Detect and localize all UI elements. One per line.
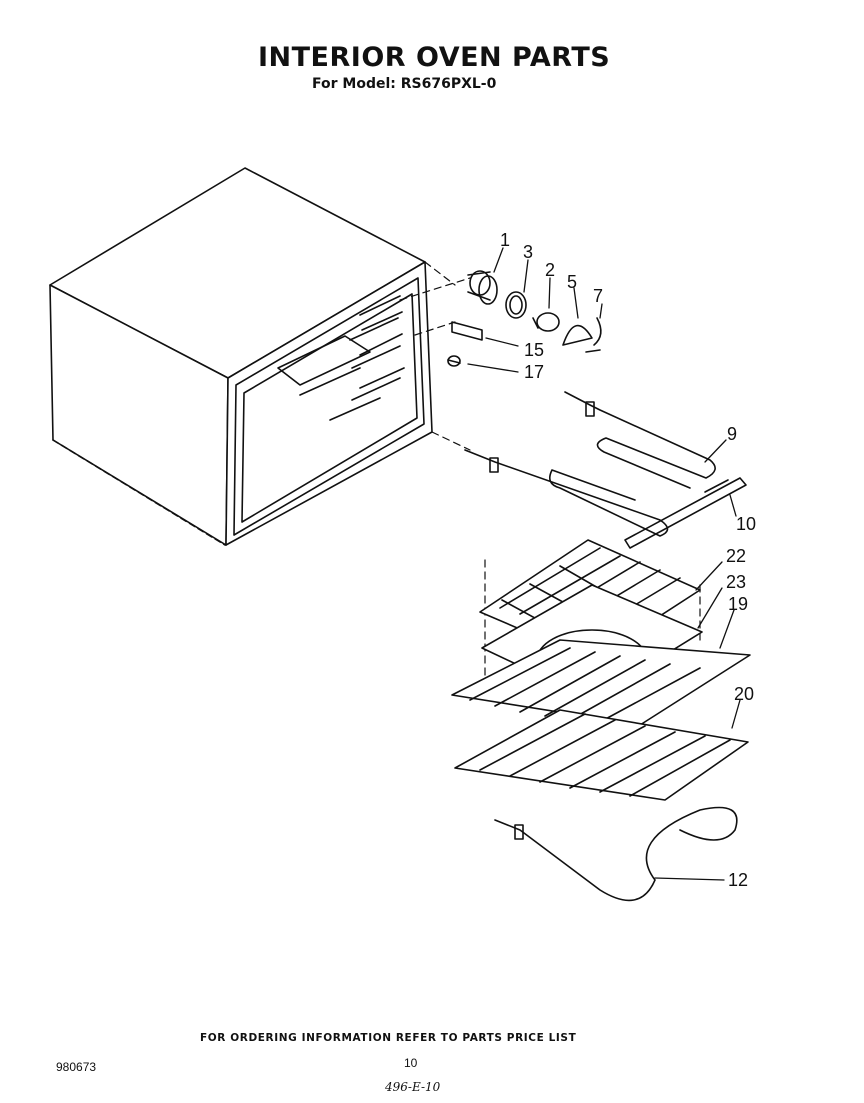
callout-17: 17	[524, 362, 544, 382]
page-title: INTERIOR OVEN PARTS	[258, 42, 611, 73]
callout-1: 1	[500, 230, 510, 250]
callout-2: 2	[545, 260, 555, 280]
lamp-socket-part	[467, 270, 498, 305]
bake-element-part	[564, 391, 716, 489]
model-subtitle: For Model: RS676PXL-0	[312, 76, 497, 92]
socket-ring-part	[505, 291, 527, 319]
ordering-note: FOR ORDERING INFORMATION REFER TO PARTS …	[200, 1032, 577, 1044]
callout-numbers: 1 3 2 5 7 15 17 9 10 22 23 19 20 12	[500, 230, 756, 890]
light-bulb-part	[532, 312, 560, 332]
light-lens-part	[562, 324, 593, 346]
bracket-part	[451, 321, 483, 341]
callout-5: 5	[567, 272, 577, 292]
knob-part	[447, 355, 461, 367]
callout-7: 7	[593, 286, 603, 306]
callout-3: 3	[523, 242, 533, 262]
callout-15: 15	[524, 340, 544, 360]
lens-clip-part	[585, 317, 602, 353]
leader-lines	[399, 261, 701, 701]
temperature-sensor-part	[494, 806, 738, 902]
callout-12: 12	[728, 870, 748, 890]
page-number: 10	[404, 1056, 418, 1070]
oven-rack-upper-part	[451, 639, 751, 726]
callout-9: 9	[727, 424, 737, 444]
callout-20: 20	[734, 684, 754, 704]
element-bracket-part	[624, 477, 747, 549]
callout-22: 22	[726, 546, 746, 566]
oven-rack-lower-part	[454, 709, 749, 801]
callout-10: 10	[736, 514, 756, 534]
broil-element-part	[464, 449, 669, 537]
document-number: 980673	[56, 1060, 97, 1074]
callout-19: 19	[728, 594, 748, 614]
handwritten-note: 496-E-10	[385, 1080, 441, 1094]
oven-cavity	[49, 167, 433, 546]
callout-23: 23	[726, 572, 746, 592]
callout-leaders	[467, 247, 741, 881]
